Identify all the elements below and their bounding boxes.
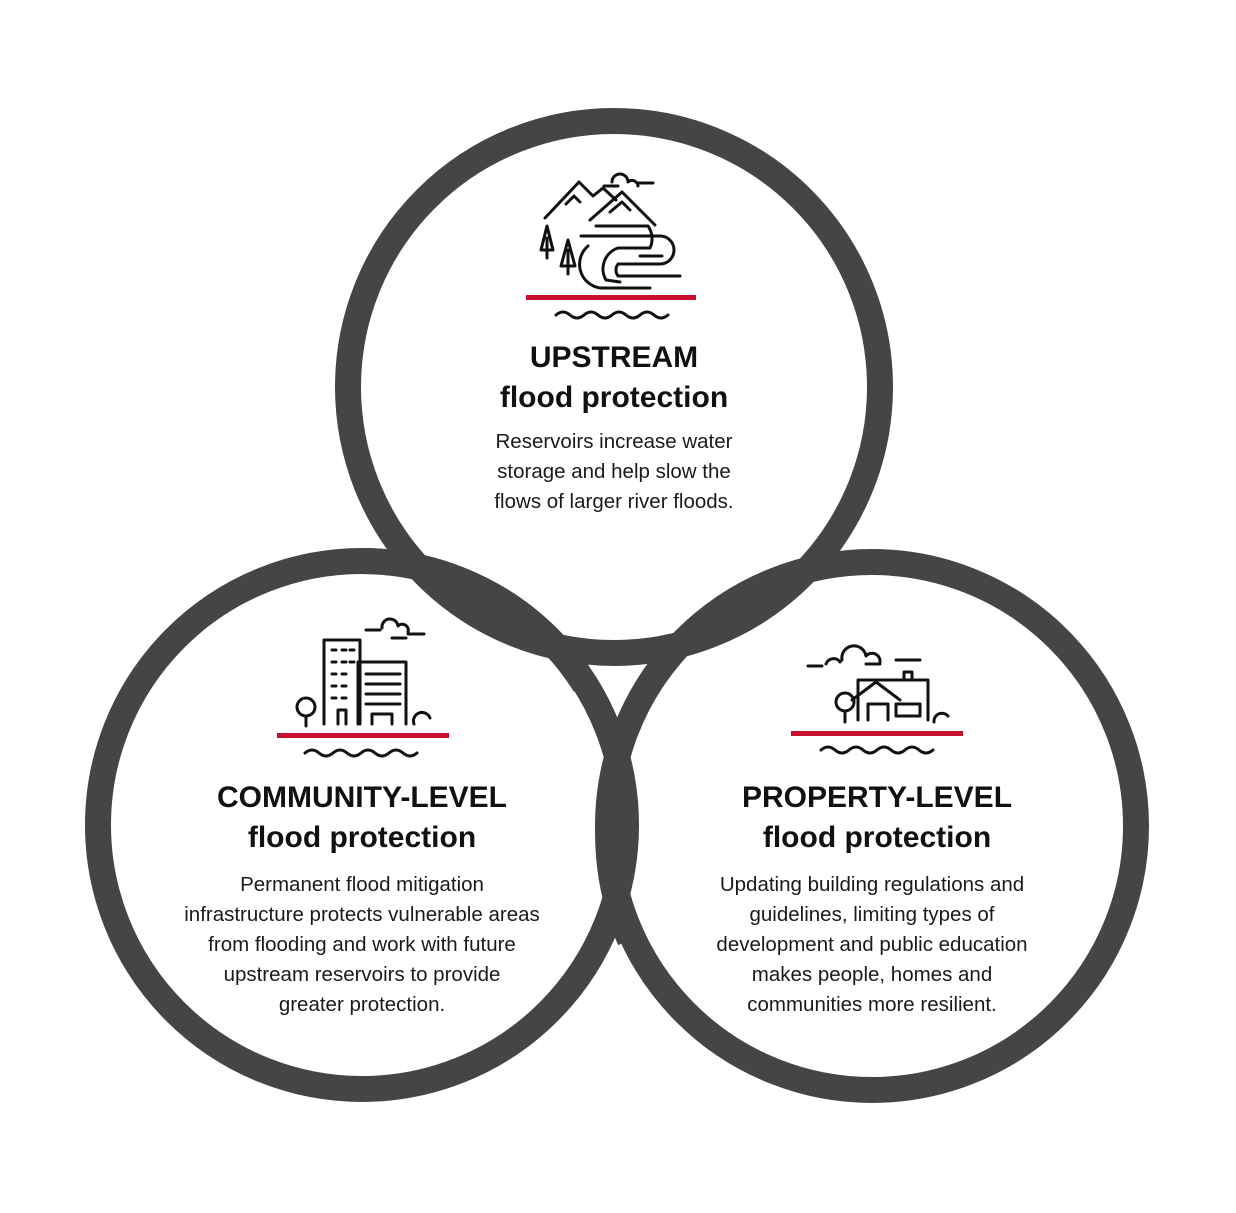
property-desc-line: development and public education: [716, 933, 1028, 956]
upstream-title: UPSTREAM flood protection: [454, 338, 774, 418]
property-ring-overlap: [595, 787, 642, 946]
upstream-description: Reservoirs increase water storage and he…: [434, 427, 794, 517]
property-desc-line: makes people, homes and: [751, 963, 993, 986]
property-water-wave: [819, 745, 935, 755]
upstream-desc-line: Reservoirs increase water: [495, 430, 733, 453]
property-title-line2: flood protection: [762, 821, 992, 854]
community-description: Permanent flood mitigation infrastructur…: [142, 870, 582, 1020]
property-desc-line: guidelines, limiting types of: [749, 903, 995, 926]
property-title: PROPERTY-LEVEL flood protection: [697, 778, 1057, 858]
property-desc-line: Updating building regulations and: [719, 873, 1025, 896]
community-desc-line: greater protection.: [278, 993, 446, 1016]
upstream-water-wave: [554, 310, 670, 320]
upstream-ring: [335, 108, 893, 666]
upstream-title-line1: UPSTREAM: [529, 341, 699, 374]
upstream-ground-line: [526, 295, 696, 300]
community-desc-line: from flooding and work with future: [208, 933, 516, 956]
upstream-desc-line: flows of larger river floods.: [494, 490, 734, 513]
city-buildings-icon: [295, 617, 432, 728]
community-desc-line: Permanent flood mitigation: [240, 873, 484, 896]
community-water-wave: [303, 748, 419, 758]
community-title-line1: COMMUNITY-LEVEL: [217, 781, 507, 814]
mountains-river-icon: [539, 172, 682, 290]
house-icon: [806, 644, 950, 724]
community-ring-overlap: [361, 548, 597, 692]
community-desc-line: upstream reservoirs to provide: [223, 963, 501, 986]
community-title-line2: flood protection: [247, 821, 477, 854]
community-ground-line: [277, 733, 449, 738]
community-desc-line: infrastructure protects vulnerable areas: [184, 903, 540, 926]
property-ground-line: [791, 731, 963, 736]
community-title: COMMUNITY-LEVEL flood protection: [182, 778, 542, 858]
property-description: Updating building regulations and guidel…: [662, 870, 1082, 1020]
property-desc-line: communities more resilient.: [747, 993, 997, 1016]
upstream-title-line2: flood protection: [499, 381, 729, 414]
upstream-desc-line: storage and help slow the: [497, 460, 731, 483]
property-title-line1: PROPERTY-LEVEL: [741, 781, 1013, 814]
